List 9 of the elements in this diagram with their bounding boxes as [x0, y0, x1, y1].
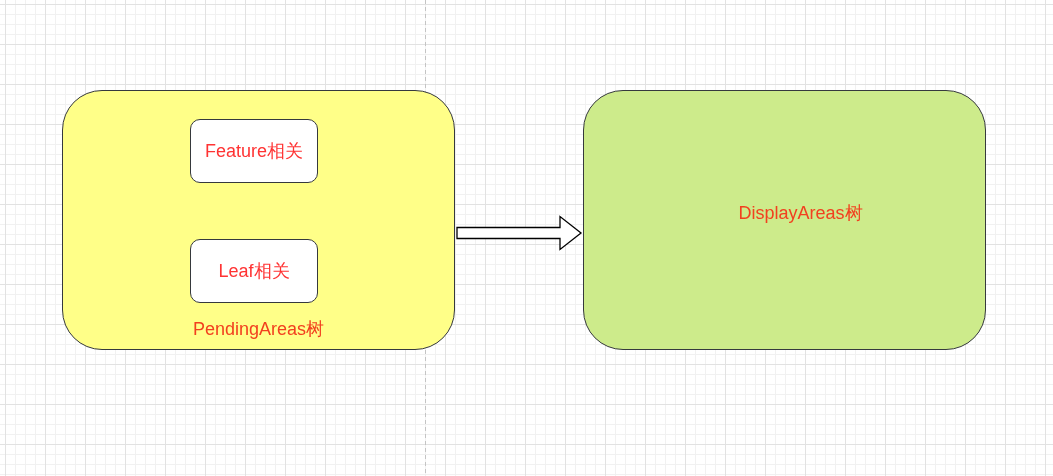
process-box: [190, 119, 318, 183]
group-box: [583, 90, 986, 350]
node-label: Feature相关: [204, 140, 303, 162]
node-label: PendingAreas树: [192, 318, 325, 340]
block-arrow: [456, 215, 583, 251]
node-label: Leaf相关: [218, 260, 290, 282]
process-box: [190, 239, 318, 303]
node-label: DisplayAreas树: [738, 202, 863, 224]
group-box: [62, 90, 455, 350]
